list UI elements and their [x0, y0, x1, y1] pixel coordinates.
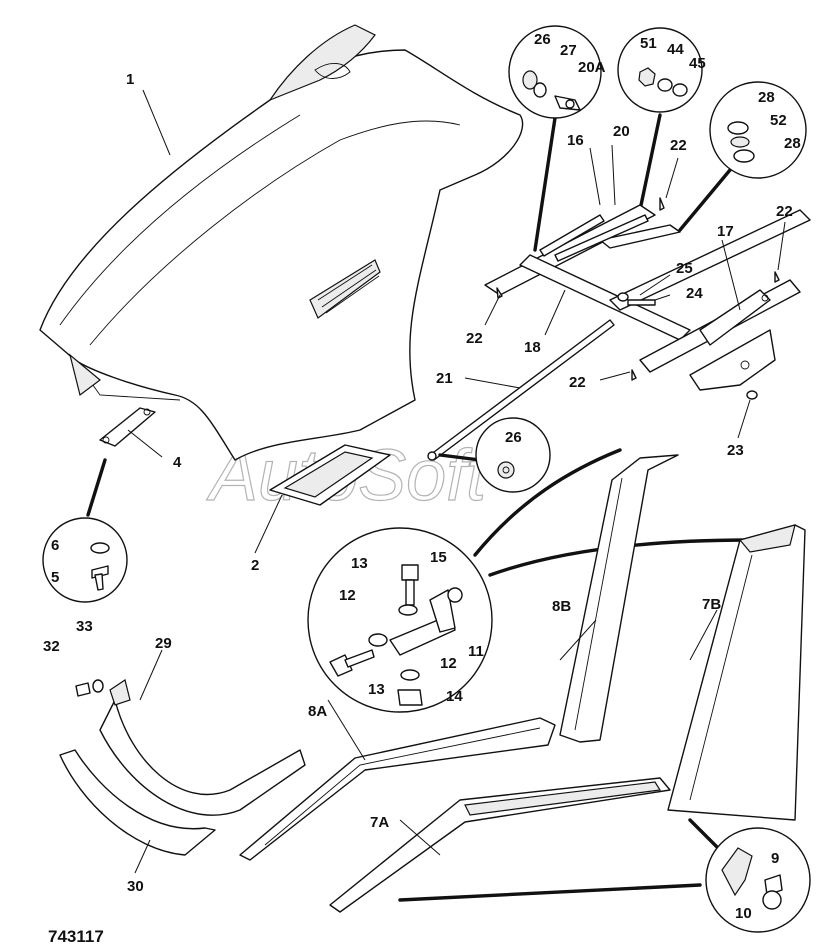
strap-part-4 [99, 407, 156, 447]
callout-15: 15 [430, 549, 447, 566]
callout-22-left: 22 [466, 330, 483, 347]
callout-22-bottom: 22 [569, 374, 586, 391]
callout-22-top: 22 [670, 137, 687, 154]
callout-32: 32 [43, 638, 60, 655]
callout-9: 9 [771, 850, 779, 867]
callout-33: 33 [76, 618, 93, 635]
callout-18: 18 [524, 339, 541, 356]
trim-panel-7b [667, 524, 806, 821]
callout-20: 20 [613, 123, 630, 140]
callout-16: 16 [567, 132, 584, 149]
callout-28-bottom: 28 [784, 135, 801, 152]
detail-circle-clip-screw [398, 818, 811, 933]
callout-6: 6 [51, 537, 59, 554]
callout-51: 51 [640, 35, 657, 52]
callout-21: 21 [436, 370, 453, 387]
callout-22-right: 22 [776, 203, 793, 220]
callout-8a: 8A [308, 703, 327, 720]
callout-12-upper: 12 [339, 587, 356, 604]
callout-2: 2 [251, 557, 259, 574]
frame-assembly [427, 197, 811, 461]
handle-pocket-part-2 [269, 444, 391, 506]
detail-circle-spacers [678, 81, 807, 232]
callout-28-top: 28 [758, 89, 775, 106]
callout-17: 17 [717, 223, 734, 240]
callout-27: 27 [560, 42, 577, 59]
detail-circle-washer-bolt [42, 458, 128, 603]
callout-24: 24 [686, 285, 703, 302]
callout-12-lower: 12 [440, 655, 457, 672]
curved-guard-part-29 [99, 679, 306, 816]
callout-1: 1 [126, 71, 134, 88]
callout-13-lower: 13 [368, 681, 385, 698]
callout-10: 10 [735, 905, 752, 922]
callout-45: 45 [689, 55, 706, 72]
callout-13-upper: 13 [351, 555, 368, 572]
callout-labels: 1 2 4 5 6 7A 7B 8A 8B 9 10 11 12 12 13 1… [43, 31, 801, 922]
callout-4: 4 [173, 454, 182, 471]
trim-panel-7a [329, 777, 671, 913]
callout-23: 23 [727, 442, 744, 459]
diagram-reference-number: 743117 [48, 927, 104, 946]
callout-52: 52 [770, 112, 787, 129]
trim-panel-8b [559, 454, 679, 743]
callout-5: 5 [51, 569, 59, 586]
fixing-bolt-washer-32-33 [75, 679, 104, 697]
callout-20a: 20A [578, 59, 606, 76]
callout-44: 44 [667, 41, 684, 58]
detail-circle-strut-pin [508, 25, 602, 252]
callout-14: 14 [446, 688, 463, 705]
callout-26-mid: 26 [505, 429, 522, 446]
detail-circle-nut-washers [617, 27, 703, 212]
leader-lines [127, 89, 786, 874]
curved-trim-part-30 [59, 749, 216, 856]
callout-7a: 7A [370, 814, 389, 831]
callout-7b: 7B [702, 596, 721, 613]
callout-25: 25 [676, 260, 693, 277]
trim-panel-8a [239, 717, 556, 861]
callout-8b: 8B [552, 598, 571, 615]
callout-11: 11 [468, 643, 484, 660]
callout-26-top: 26 [534, 31, 551, 48]
canopy-roof-part-1 [39, 24, 524, 461]
callout-30: 30 [127, 878, 144, 895]
callout-29: 29 [155, 635, 172, 652]
detail-circle-grommet [438, 417, 551, 493]
detail-circle-bracket-fixings [307, 448, 752, 713]
